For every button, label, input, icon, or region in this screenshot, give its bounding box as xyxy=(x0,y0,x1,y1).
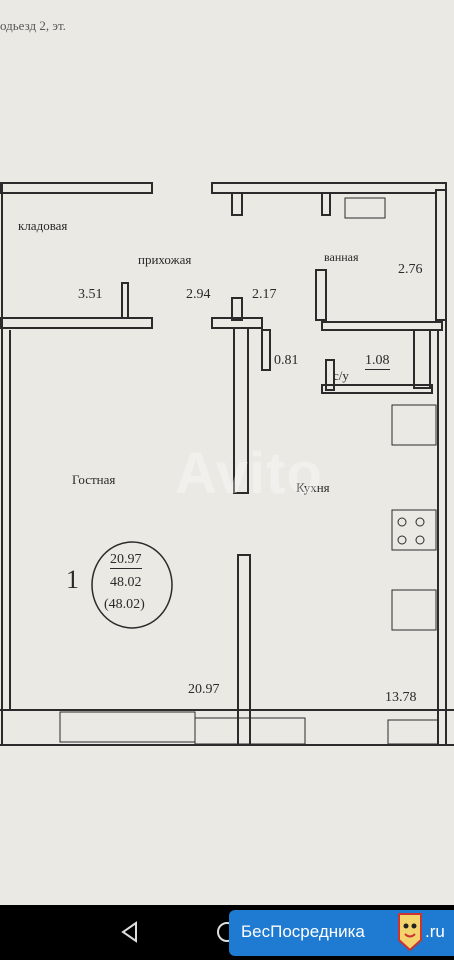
brand-logo: БесПосредника .ru xyxy=(229,910,454,956)
wall-storage xyxy=(0,317,153,329)
mascot-icon xyxy=(398,913,422,952)
brand-name: БесПосредника xyxy=(241,922,365,941)
hall-area-b: 2.17 xyxy=(252,287,277,302)
kitchen-area: 13.78 xyxy=(385,690,417,705)
summary-total: 48.02 xyxy=(110,575,142,590)
bath-label: ванная xyxy=(324,250,359,264)
watermark: Avito xyxy=(175,441,323,506)
brand-suffix: .ru xyxy=(425,922,445,941)
wall-central xyxy=(233,327,249,494)
summary-living: 20.97 xyxy=(110,552,142,569)
wall-top-left xyxy=(0,182,153,194)
wc-area: 1.08 xyxy=(365,353,390,370)
kitchen-label: Кухня xyxy=(296,480,330,495)
bath-area: 2.76 xyxy=(398,262,423,277)
header-fragment: одьезд 2, эт. xyxy=(0,18,66,33)
rooms-count: 1 xyxy=(66,565,79,594)
wall-top-right xyxy=(211,182,447,194)
living-label: Гостная xyxy=(72,472,116,487)
back-icon[interactable] xyxy=(117,919,143,945)
floor-plan: одьезд 2, эт. xyxy=(0,0,454,905)
storage-label: кладовая xyxy=(18,218,68,233)
hall-area-a: 2.94 xyxy=(186,287,211,302)
summary-total-alt: (48.02) xyxy=(104,597,145,612)
plan-walls xyxy=(0,182,454,746)
storage-area: 3.51 xyxy=(78,287,103,302)
hall-label: прихожая xyxy=(138,252,192,267)
wc-label: с/у xyxy=(333,368,349,383)
wall-lower xyxy=(237,554,251,746)
closet-area: 0.81 xyxy=(274,353,299,368)
living-area: 20.97 xyxy=(188,682,220,697)
